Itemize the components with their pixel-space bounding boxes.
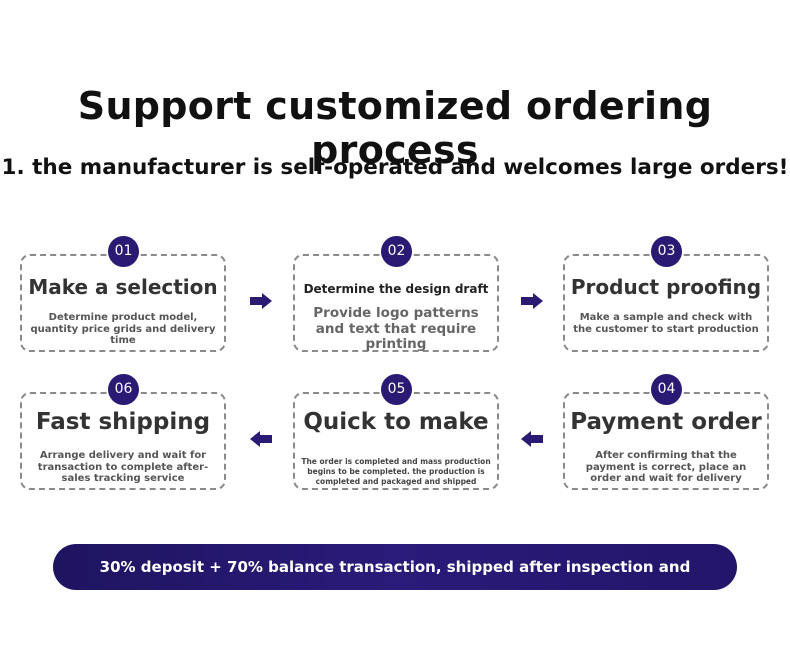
step-desc: After confirming that the payment is cor… — [585, 450, 747, 484]
arrow-right-icon — [521, 293, 543, 309]
step-desc: Determine product model, quantity price … — [30, 312, 216, 346]
step-card-01: Make a selection Determine product model… — [20, 254, 226, 352]
step-desc: The order is completed and mass producti… — [301, 457, 491, 486]
step-card-05: Quick to make The order is completed and… — [293, 392, 499, 490]
step-desc: Arrange delivery and wait for transactio… — [37, 450, 209, 484]
page-subtitle: 1. the manufacturer is self-operated and… — [1, 155, 789, 180]
step-card-04: Payment order After confirming that the … — [563, 392, 769, 490]
page-title: Support customized ordering process — [77, 84, 713, 172]
step-title: Fast shipping — [35, 409, 211, 435]
step-badge-01: 01 — [108, 236, 139, 267]
step-card-02: Determine the design draft Provide logo … — [293, 254, 499, 352]
step-title: Make a selection — [28, 275, 218, 299]
step-desc: Provide logo patterns and text that requ… — [313, 305, 479, 353]
step-badge-04: 04 — [651, 374, 682, 405]
step-title: Determine the design draft — [303, 282, 489, 296]
step-badge-03: 03 — [651, 236, 682, 267]
payment-terms-banner: 30% deposit + 70% balance transaction, s… — [53, 544, 737, 622]
step-title: Product proofing — [570, 275, 762, 299]
arrow-left-icon — [250, 431, 272, 447]
step-badge-05: 05 — [381, 374, 412, 405]
step-badge-06: 06 — [108, 374, 139, 405]
step-desc: Make a sample and check with the custome… — [573, 312, 759, 335]
step-title: Quick to make — [303, 409, 489, 435]
step-title: Payment order — [570, 409, 762, 435]
step-card-06: Fast shipping Arrange delivery and wait … — [20, 392, 226, 490]
step-badge-02: 02 — [381, 236, 412, 267]
arrow-right-icon — [250, 293, 272, 309]
arrow-left-icon — [521, 431, 543, 447]
step-card-03: Product proofing Make a sample and check… — [563, 254, 769, 352]
